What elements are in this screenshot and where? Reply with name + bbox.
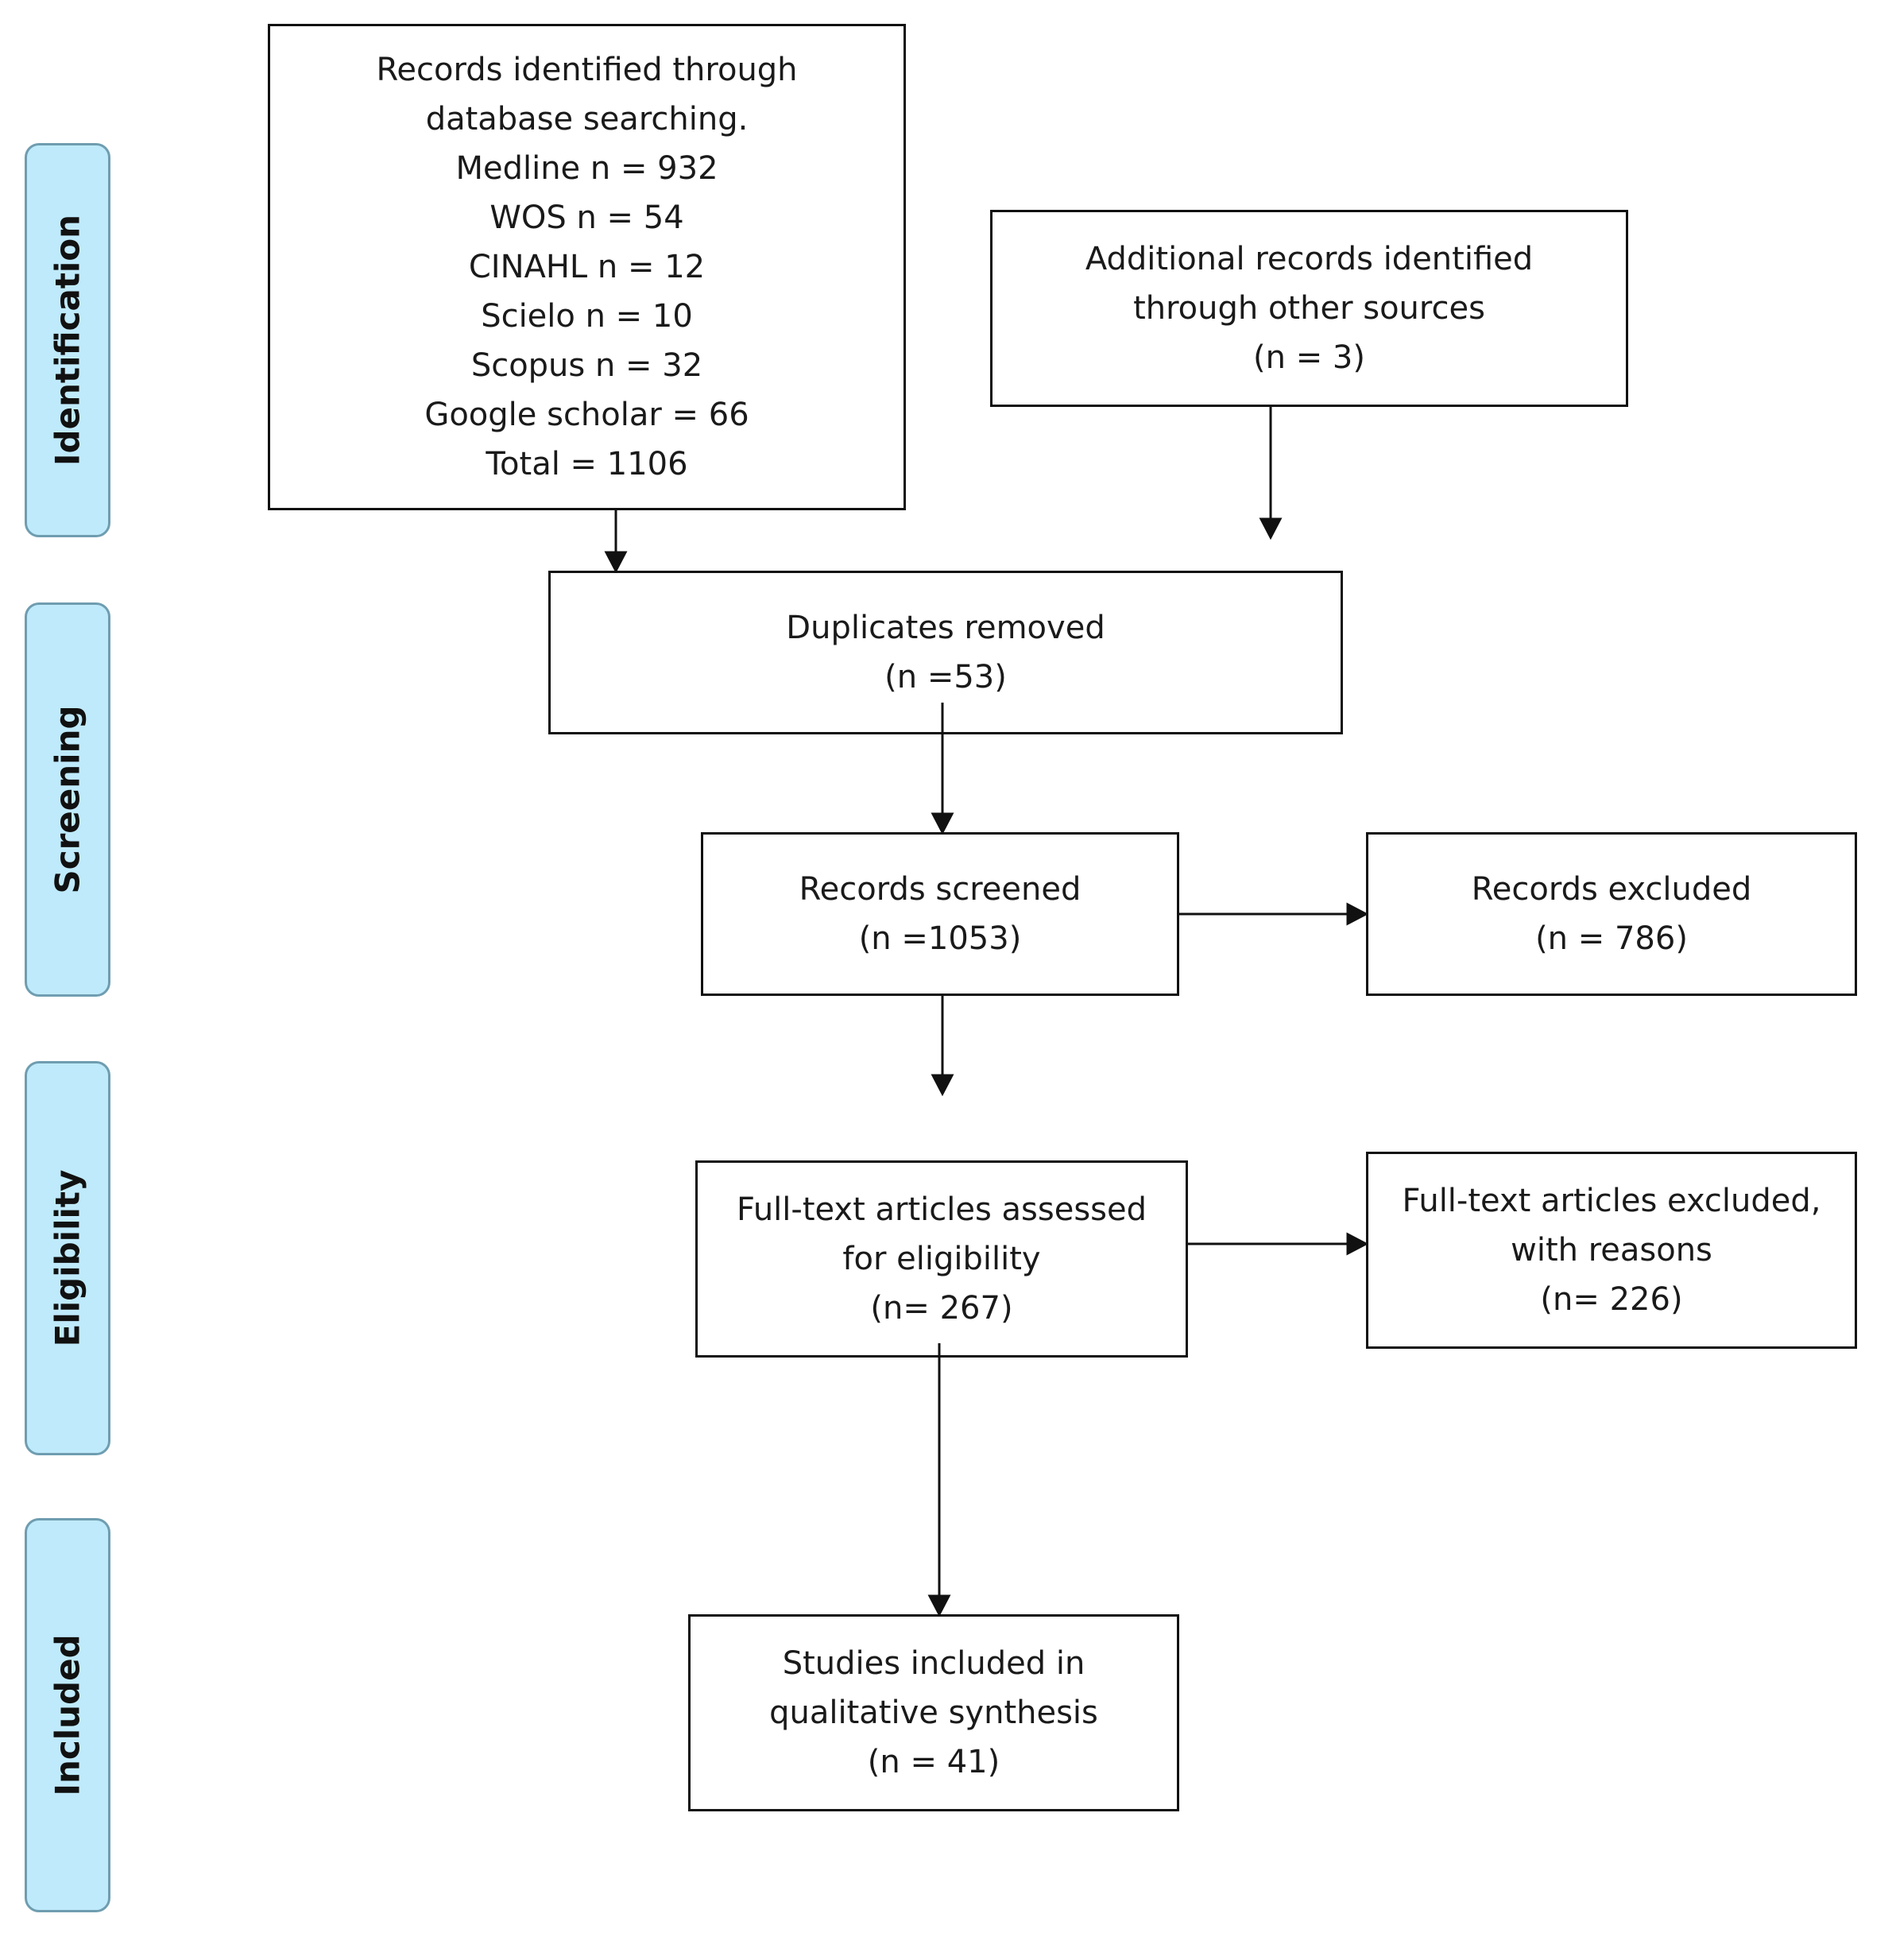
fulltext-assessed-box: Full-text articles assessed for eligibil… <box>695 1160 1188 1358</box>
phase-eligibility: Eligibility <box>25 1061 110 1455</box>
records-screened-box: Records screened (n =1053) <box>701 832 1179 996</box>
box-line: WOS n = 54 <box>489 199 684 236</box>
box-line: (n = 41) <box>867 1744 1000 1780</box>
box-line: for eligibility <box>842 1241 1041 1277</box>
box-line: Records screened <box>799 871 1081 908</box>
database-search-box: Records identified through database sear… <box>268 24 906 510</box>
box-line: Records excluded <box>1471 871 1752 908</box>
other-sources-box: Additional records identified through ot… <box>990 210 1628 407</box>
box-line: Google scholar = 66 <box>424 397 749 433</box>
arrowhead <box>927 1594 951 1617</box>
box-line: Scielo n = 10 <box>481 298 693 335</box>
duplicates-removed-box: Duplicates removed (n =53) <box>548 571 1343 734</box>
box-line: Studies included in <box>782 1645 1085 1682</box>
box-line: with reasons <box>1511 1232 1712 1269</box>
box-line: Total = 1106 <box>486 446 688 482</box>
box-line: Full-text articles excluded, <box>1402 1183 1821 1219</box>
box-line: (n= 226) <box>1540 1281 1683 1318</box>
arrowhead <box>931 812 954 835</box>
box-line: (n =1053) <box>858 920 1022 957</box>
studies-included-box: Studies included in qualitative synthesi… <box>688 1614 1179 1811</box>
box-line: Additional records identified <box>1085 241 1534 277</box>
arrowhead <box>604 551 628 574</box>
fulltext-excluded-box: Full-text articles excluded, with reason… <box>1366 1152 1857 1349</box>
arrowhead <box>931 1074 954 1097</box>
box-line: through other sources <box>1133 290 1485 327</box>
box-line: (n= 267) <box>870 1290 1013 1327</box>
records-excluded-box: Records excluded (n = 786) <box>1366 832 1857 996</box>
phase-screening: Screening <box>25 602 110 997</box>
arrowhead <box>1259 517 1283 540</box>
box-line: qualitative synthesis <box>769 1695 1098 1731</box>
box-line: CINAHL n = 12 <box>468 249 706 285</box>
box-line: database searching. <box>425 101 749 138</box>
box-line: Records identified through <box>376 52 798 88</box>
box-line: (n = 3) <box>1253 339 1365 376</box>
box-line: Medline n = 932 <box>455 150 718 187</box>
arrowhead <box>1346 902 1369 926</box>
box-line: Duplicates removed <box>786 610 1105 646</box>
box-line: (n =53) <box>884 659 1007 695</box>
box-line: (n = 786) <box>1535 920 1688 957</box>
box-line: Scopus n = 32 <box>470 347 703 384</box>
arrowhead <box>1346 1232 1369 1256</box>
phase-included: Included <box>25 1518 110 1912</box>
phase-identification: Identification <box>25 143 110 537</box>
box-line: Full-text articles assessed <box>737 1191 1147 1228</box>
